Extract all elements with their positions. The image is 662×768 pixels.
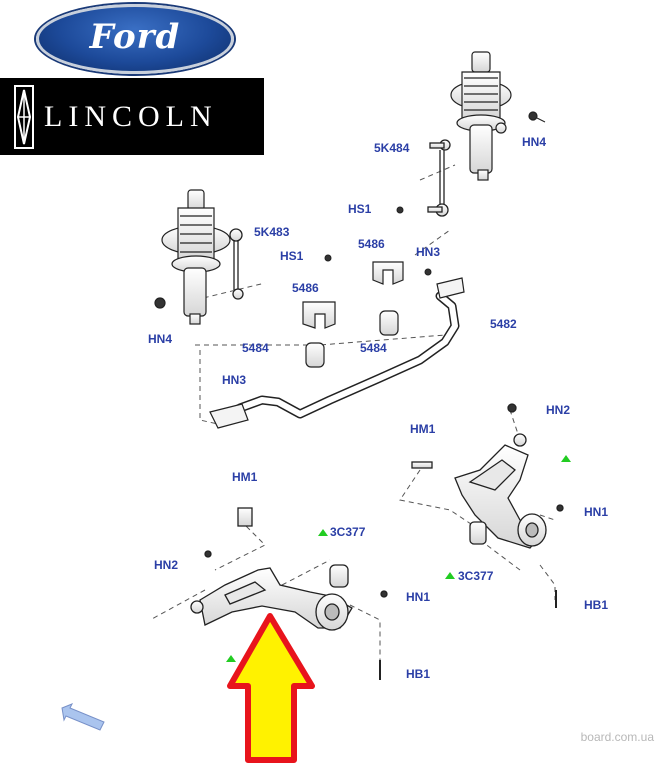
lincoln-logo: LINCOLN bbox=[0, 78, 264, 155]
right-control-arm bbox=[411, 403, 564, 549]
highlight-arrow-icon bbox=[227, 613, 315, 763]
label-3c377-right: 3C377 bbox=[458, 569, 494, 583]
ford-logo-text: Ford bbox=[89, 17, 181, 57]
label-5486-left: 5486 bbox=[292, 281, 319, 295]
left-stabilizer-link bbox=[229, 228, 244, 300]
label-5k483: 5K483 bbox=[254, 225, 290, 239]
lincoln-star-icon bbox=[14, 85, 34, 149]
label-hn1-left: HN1 bbox=[406, 590, 430, 604]
label-hn4-right: HN4 bbox=[522, 135, 546, 149]
label-5484-right: 5484 bbox=[360, 341, 387, 355]
watermark: board.com.ua bbox=[580, 730, 654, 744]
left-control-arm bbox=[190, 507, 388, 631]
ford-logo: Ford bbox=[0, 0, 265, 74]
ford-oval: Ford bbox=[36, 4, 234, 74]
stabilizer-bushings bbox=[302, 261, 404, 368]
leader-lines bbox=[149, 164, 556, 660]
label-hn3-left: HN3 bbox=[222, 373, 246, 387]
right-strut bbox=[450, 51, 538, 181]
label-hn2-left: HN2 bbox=[154, 558, 178, 572]
label-5482: 5482 bbox=[490, 317, 517, 331]
label-hb1-left: HB1 bbox=[406, 667, 430, 681]
label-hn1-right: HN1 bbox=[584, 505, 608, 519]
label-5k484: 5K484 bbox=[374, 141, 410, 155]
label-5486-right: 5486 bbox=[358, 237, 385, 251]
label-hn4-left: HN4 bbox=[148, 332, 172, 346]
label-hn3-right: HN3 bbox=[416, 245, 440, 259]
reference-triangles bbox=[226, 455, 571, 662]
left-strut bbox=[154, 189, 231, 325]
nav-arrow-icon bbox=[61, 703, 105, 731]
label-hb1-right: HB1 bbox=[584, 598, 608, 612]
label-5484-left: 5484 bbox=[242, 341, 269, 355]
lincoln-logo-text: LINCOLN bbox=[44, 100, 218, 133]
hardware-hs1 bbox=[324, 206, 432, 276]
label-hn2-right: HN2 bbox=[546, 403, 570, 417]
label-hs1-right: HS1 bbox=[348, 202, 372, 216]
label-3c377-left: 3C377 bbox=[330, 525, 366, 539]
label-hm1-right: HM1 bbox=[410, 422, 436, 436]
right-stabilizer-link bbox=[427, 139, 451, 217]
label-hm1-left: HM1 bbox=[232, 470, 258, 484]
label-hs1-left: HS1 bbox=[280, 249, 304, 263]
